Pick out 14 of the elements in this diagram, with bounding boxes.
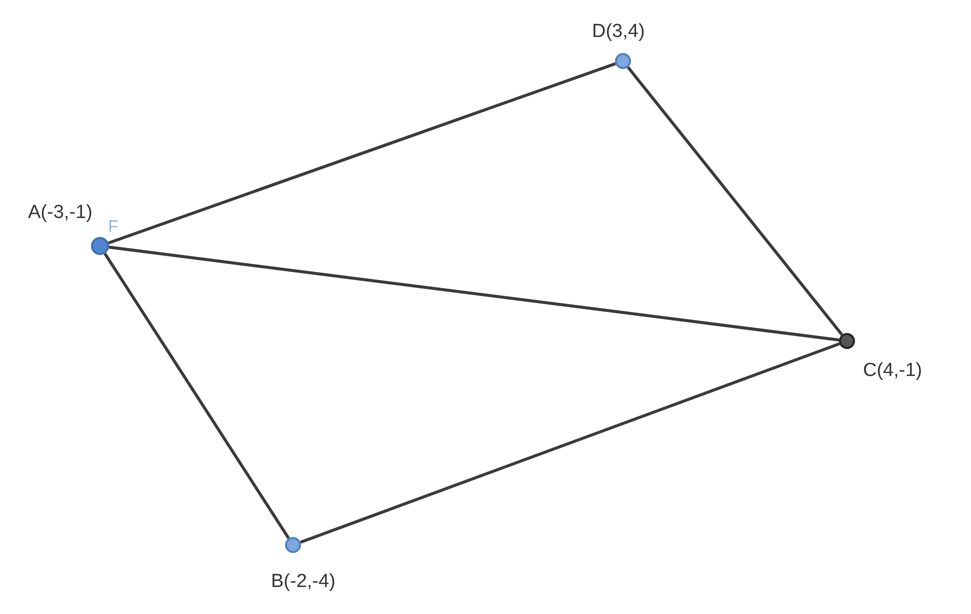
- point-dot: [285, 537, 301, 553]
- point-label: A(-3,-1): [28, 203, 92, 222]
- point-dot: [91, 237, 109, 255]
- point-label: D(3,4): [592, 22, 645, 41]
- line-segment: [108, 62, 616, 244]
- line-segment: [300, 342, 840, 544]
- point-label: C(4,-1): [863, 361, 922, 380]
- point-label: F: [108, 218, 118, 235]
- point-label: B(-2,-4): [271, 572, 336, 591]
- line-segment: [108, 246, 840, 342]
- point-dot: [615, 53, 631, 69]
- line-segment: [626, 66, 844, 336]
- point-dot: [839, 333, 855, 349]
- line-segment: [104, 252, 290, 540]
